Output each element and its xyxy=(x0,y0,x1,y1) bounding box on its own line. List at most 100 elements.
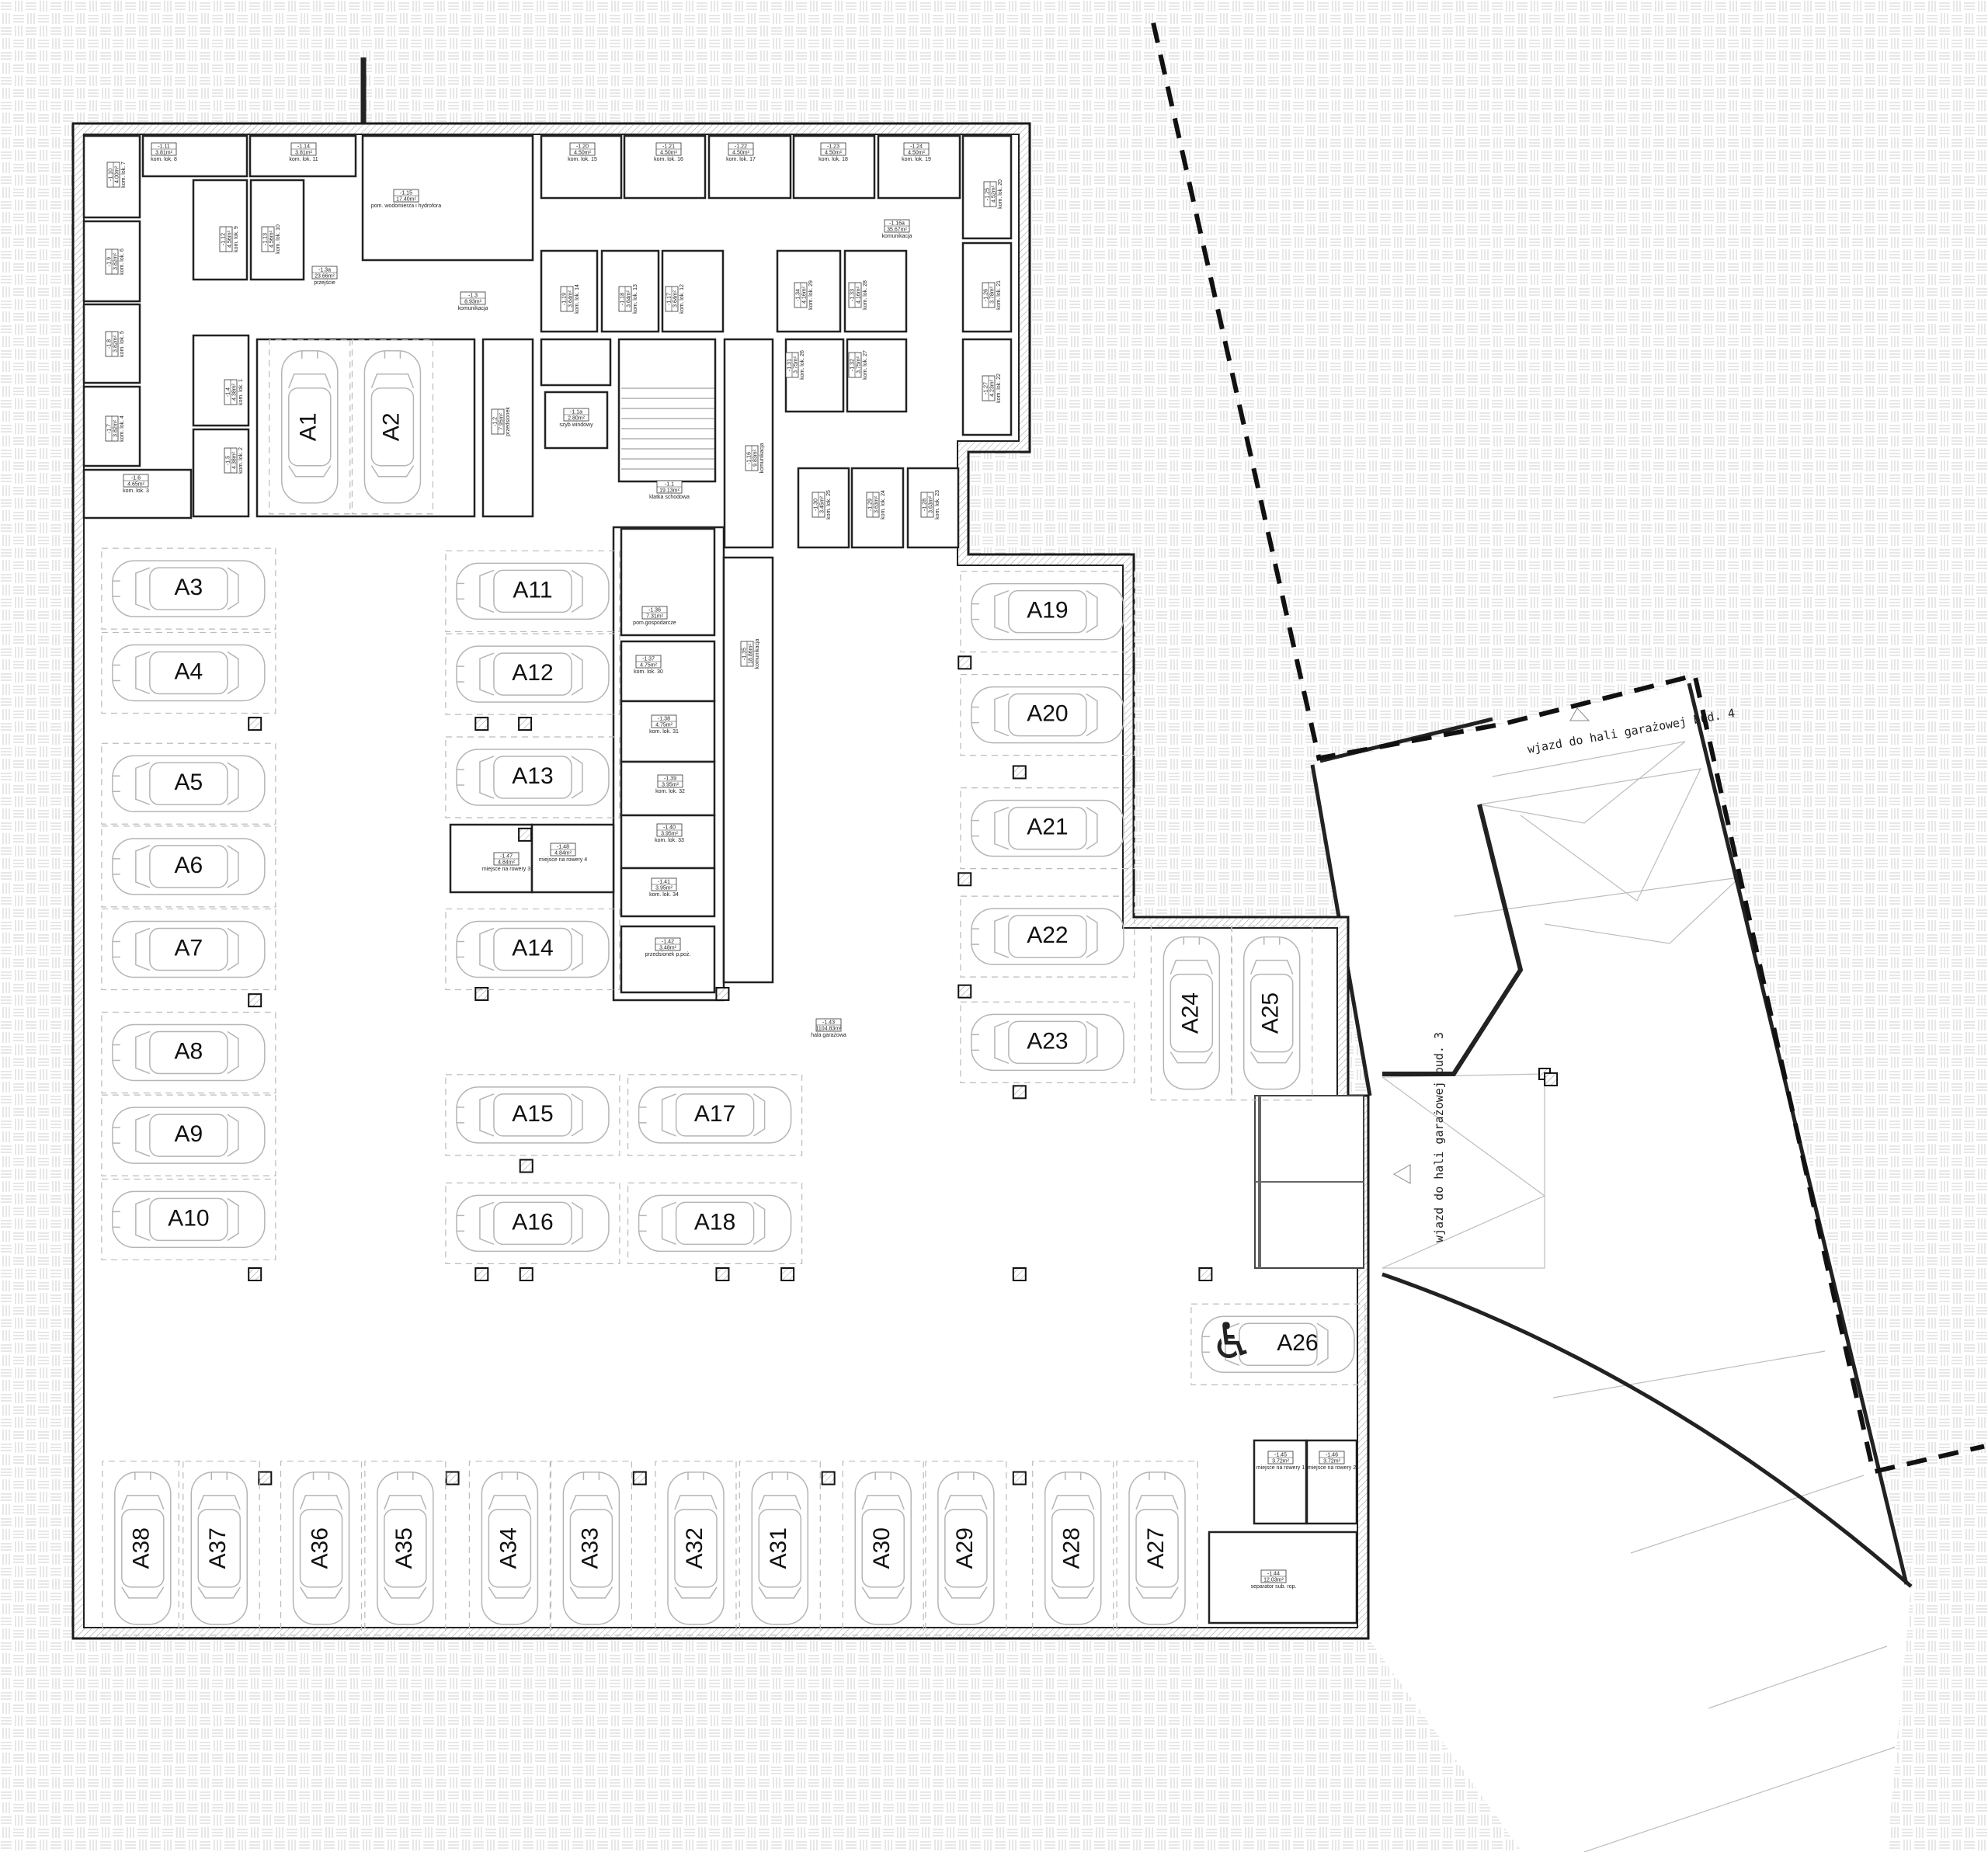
parking-spot-a22[interactable]: A22 xyxy=(960,895,1135,978)
parking-spot-a3[interactable]: A3 xyxy=(101,547,276,630)
parking-spot-a27[interactable]: A27 xyxy=(1116,1461,1198,1636)
car-icon xyxy=(364,1461,447,1636)
room-area: 3.95m² xyxy=(662,783,679,788)
room-number: -1.31 xyxy=(787,359,793,371)
parking-spot-a8[interactable]: A8 xyxy=(101,1011,276,1094)
room-number: -1.47 xyxy=(500,854,513,860)
parking-spot-label: A25 xyxy=(1258,992,1284,1034)
parking-spot-a16[interactable]: A16 xyxy=(445,1182,620,1264)
room-name: kom. lok. 25 xyxy=(826,490,832,519)
room-area: 4.84m² xyxy=(498,860,515,866)
car-icon xyxy=(445,1074,620,1156)
parking-spot-a29[interactable]: A29 xyxy=(925,1461,1007,1636)
room-number: -1.3 xyxy=(468,294,478,299)
parking-spot-label: A12 xyxy=(512,660,553,686)
room-number: -1.7 xyxy=(107,424,113,433)
car-icon xyxy=(960,571,1135,653)
parking-spot-a4[interactable]: A4 xyxy=(101,631,276,714)
parking-spot-a24[interactable]: A24 xyxy=(1150,925,1232,1101)
parking-spot-a10[interactable]: A10 xyxy=(101,1178,276,1261)
room-area: 3.64m² xyxy=(568,290,574,307)
parking-spot-a20[interactable]: A20 xyxy=(960,674,1135,756)
parking-spot-label: A34 xyxy=(495,1527,521,1569)
room-area: 4.16m² xyxy=(857,286,862,303)
garage-entrance-gate[interactable] xyxy=(1254,1095,1364,1269)
parking-spot-a1[interactable]: A1 xyxy=(269,339,351,515)
column xyxy=(474,986,489,1001)
parking-spot-label: A9 xyxy=(175,1121,203,1147)
car-icon xyxy=(445,550,620,633)
room-area: 4.50m² xyxy=(732,151,749,156)
parking-spot-label: A16 xyxy=(512,1209,553,1235)
parking-spot-a17[interactable]: A17 xyxy=(627,1074,803,1156)
room-number: -1.38 xyxy=(658,717,670,722)
parking-spot-a9[interactable]: A9 xyxy=(101,1094,276,1176)
car-icon xyxy=(960,787,1135,870)
column xyxy=(518,827,533,842)
car-icon xyxy=(445,633,620,715)
parking-spot-label: A10 xyxy=(168,1205,209,1231)
parking-spot-a23[interactable]: A23 xyxy=(960,1001,1135,1083)
parking-spot-a2[interactable]: A2 xyxy=(351,339,434,515)
car-icon xyxy=(960,895,1135,978)
parking-spot-a26[interactable]: A26♿ xyxy=(1190,1303,1366,1385)
parking-spot-a25[interactable]: A25 xyxy=(1231,925,1313,1101)
room-number: -1.6 xyxy=(131,476,141,481)
parking-spot-a11[interactable]: A11 xyxy=(445,550,620,633)
parking-spot-a15[interactable]: A15 xyxy=(445,1074,620,1156)
room-area: 3.64m² xyxy=(627,290,632,307)
room-number: -1.18 xyxy=(620,293,626,305)
parking-spot-a31[interactable]: A31 xyxy=(739,1461,821,1636)
room-area: 3.75m² xyxy=(857,356,862,373)
parking-spot-a5[interactable]: A5 xyxy=(101,742,276,825)
parking-spot-a30[interactable]: A30 xyxy=(842,1461,924,1636)
room-number: -1.26 xyxy=(984,289,989,301)
room-number: -1.36 xyxy=(648,608,661,613)
parking-spot-a13[interactable]: A13 xyxy=(445,736,620,818)
parking-spot-label: A37 xyxy=(205,1527,231,1569)
parking-spot-a33[interactable]: A33 xyxy=(550,1461,633,1636)
parking-spot-a38[interactable]: A38 xyxy=(102,1461,184,1636)
parking-spot-label: A3 xyxy=(175,575,203,600)
parking-spot-a32[interactable]: A32 xyxy=(655,1461,737,1636)
column xyxy=(958,984,972,999)
parking-spot-a21[interactable]: A21 xyxy=(960,787,1135,870)
parking-spot-a12[interactable]: A12 xyxy=(445,633,620,715)
room-name: kom. lok. 27 xyxy=(863,350,868,380)
column xyxy=(1012,1267,1027,1281)
room-area: 3.63m² xyxy=(929,495,934,513)
car-icon xyxy=(101,631,276,714)
room-name: kom. lok. 17 xyxy=(726,157,756,162)
parking-spot-a34[interactable]: A34 xyxy=(468,1461,551,1636)
ramp-curb-curve xyxy=(1382,1272,1913,1588)
parking-spot-a6[interactable]: A6 xyxy=(101,825,276,908)
room-area: 4.38m² xyxy=(232,451,238,468)
parking-spot-a28[interactable]: A28 xyxy=(1032,1461,1114,1636)
room-outline xyxy=(361,134,534,262)
room-area: 35.67m² xyxy=(887,228,907,233)
parking-spot-a18[interactable]: A18 xyxy=(627,1182,803,1264)
room-name: kom. lok. 29 xyxy=(808,280,814,310)
room-area: 4.50m² xyxy=(825,151,842,156)
parking-spot-a7[interactable]: A7 xyxy=(101,908,276,991)
room-number: -1.2 xyxy=(493,417,499,426)
parking-spot-a14[interactable]: A14 xyxy=(445,908,620,991)
room-name: pom.gospodarcze xyxy=(633,620,676,626)
parking-spot-a35[interactable]: A35 xyxy=(364,1461,447,1636)
parking-spot-a37[interactable]: A37 xyxy=(178,1461,260,1636)
parking-spot-a36[interactable]: A36 xyxy=(280,1461,363,1636)
car-icon xyxy=(960,1001,1135,1083)
room-number: -1.20 xyxy=(576,144,589,150)
parking-spot-a19[interactable]: A19 xyxy=(960,571,1135,653)
room-number: -1.15 xyxy=(400,191,412,196)
